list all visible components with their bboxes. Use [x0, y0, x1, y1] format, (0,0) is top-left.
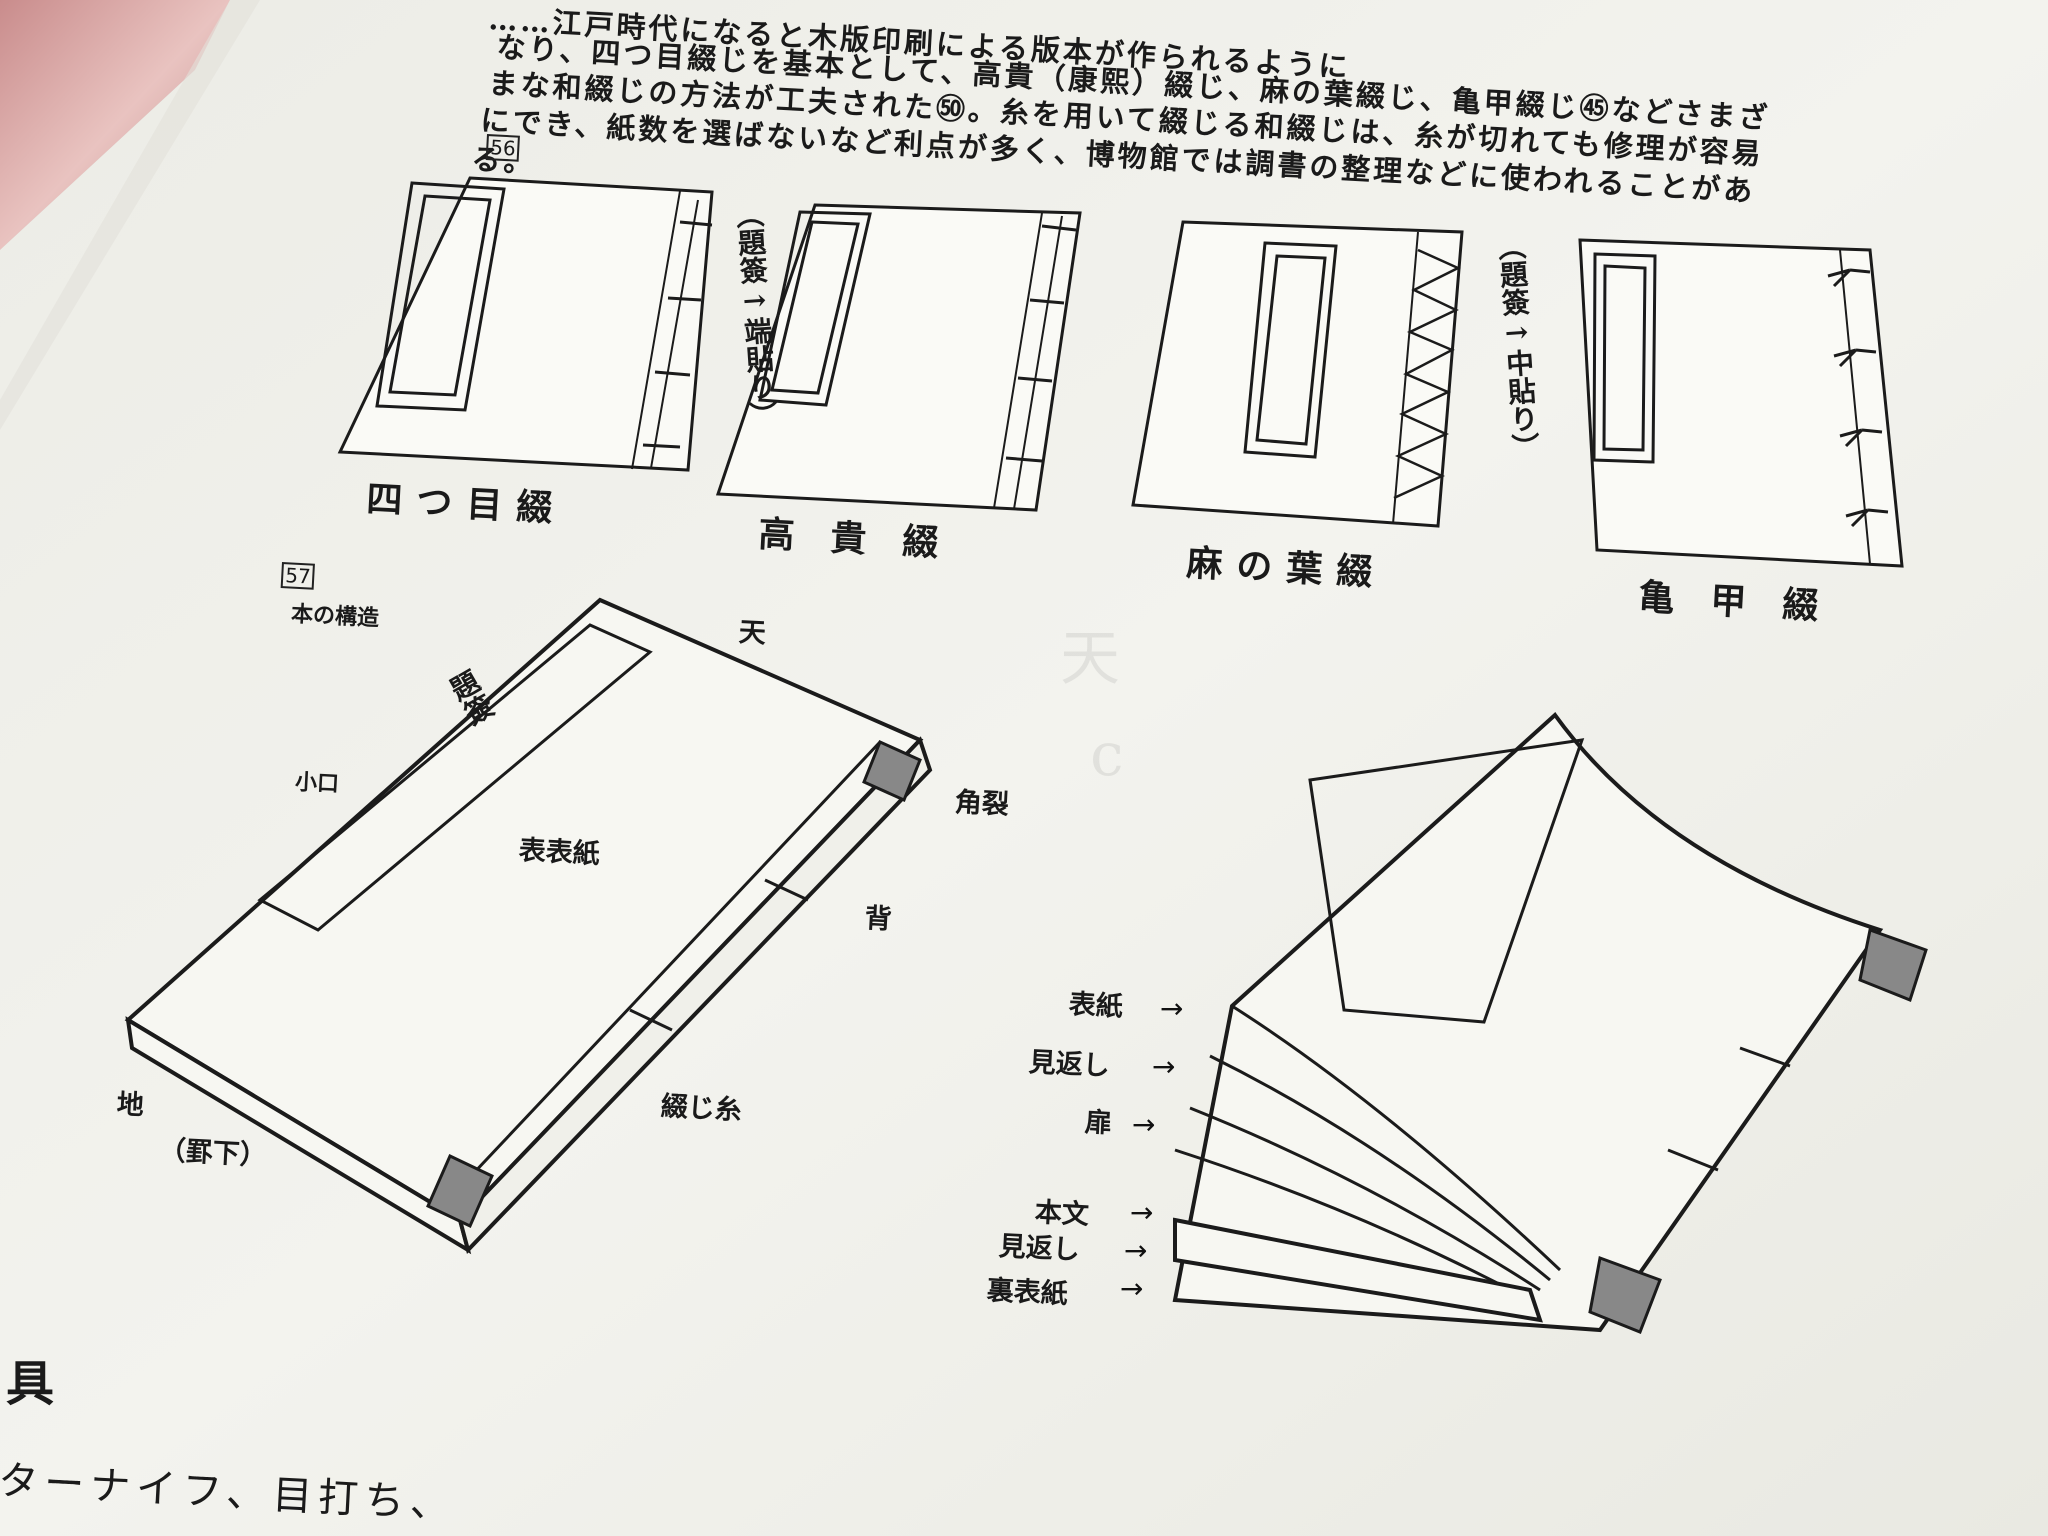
book-structure-closed	[124, 597, 933, 1255]
arrow-icon: →	[1132, 1108, 1156, 1141]
book-kikko	[1578, 238, 1904, 568]
arrow-icon: →	[1130, 1196, 1154, 1229]
label-koguchi: 小口	[294, 768, 340, 798]
caption-yotsume: 四つ目綴	[365, 477, 568, 531]
book-yotsume	[337, 176, 714, 472]
label-layer-mikaeshi2: 見返し	[998, 1230, 1081, 1267]
label-keshita: （罫下）	[158, 1134, 268, 1172]
label-ten: 天	[738, 616, 767, 650]
label-se: 背	[864, 902, 893, 936]
book-koki	[715, 203, 1082, 512]
label-tojiito: 綴じ糸	[660, 1090, 743, 1127]
label-layer-tobira: 扉	[1084, 1106, 1113, 1140]
label-layer-urabyoshi: 裏表紙	[986, 1274, 1069, 1311]
label-omotebyoshi: 表表紙	[518, 834, 601, 871]
caption-asanoha: 麻の葉綴	[1185, 541, 1388, 595]
figure-title: 本の構造	[290, 600, 380, 632]
arrow-icon: →	[1160, 992, 1184, 1025]
label-layer-mikaeshi: 見返し	[1028, 1046, 1111, 1083]
label-layer-hyoshi: 表紙	[1068, 988, 1124, 1023]
ghost-text: 天	[1060, 624, 1120, 694]
arrow-icon: →	[1124, 1234, 1148, 1267]
book-asanoha	[1131, 220, 1464, 528]
section-heading-fragment: 具	[6, 1356, 55, 1412]
ghost-text: c	[1090, 720, 1124, 790]
label-kakugire: 角裂	[954, 786, 1010, 821]
arrow-icon: →	[1152, 1050, 1176, 1083]
figure-number: 57	[280, 562, 316, 590]
pink-cloth	[0, 0, 230, 250]
book-structure-open	[1172, 712, 1928, 1334]
arrow-icon: →	[1120, 1272, 1144, 1305]
label-chi: 地	[116, 1088, 145, 1122]
